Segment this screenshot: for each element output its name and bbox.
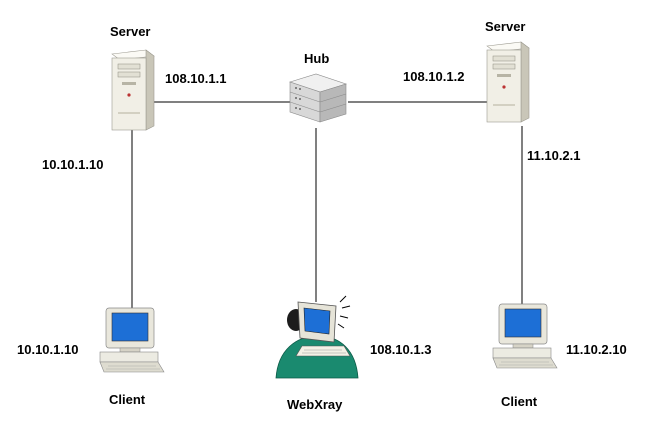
right-client-icon <box>492 303 558 369</box>
hub-icon <box>289 73 347 123</box>
webxray-ip: 108.10.1.3 <box>370 342 432 357</box>
left-client-label: Client <box>109 392 146 407</box>
left-client-ip: 10.10.1.10 <box>17 342 79 357</box>
left-server-icon <box>111 49 155 131</box>
webxray-label: WebXray <box>287 397 343 412</box>
left-client-icon <box>99 307 165 373</box>
right-client-label: Client <box>501 394 538 409</box>
hub-label: Hub <box>304 51 330 66</box>
left-server-hub-ip: 108.10.1.1 <box>165 71 227 86</box>
right-server-icon <box>486 41 530 123</box>
left-server-client-ip: 10.10.1.10 <box>42 157 104 172</box>
right-client-ip: 11.10.2.10 <box>566 342 627 357</box>
left-server-label: Server <box>110 24 151 39</box>
right-server-client-ip: 11.10.2.1 <box>527 148 581 163</box>
right-server-label: Server <box>485 19 526 34</box>
connections <box>131 101 523 308</box>
right-server-hub-ip: 108.10.1.2 <box>403 69 465 84</box>
webxray-icon <box>275 295 359 379</box>
